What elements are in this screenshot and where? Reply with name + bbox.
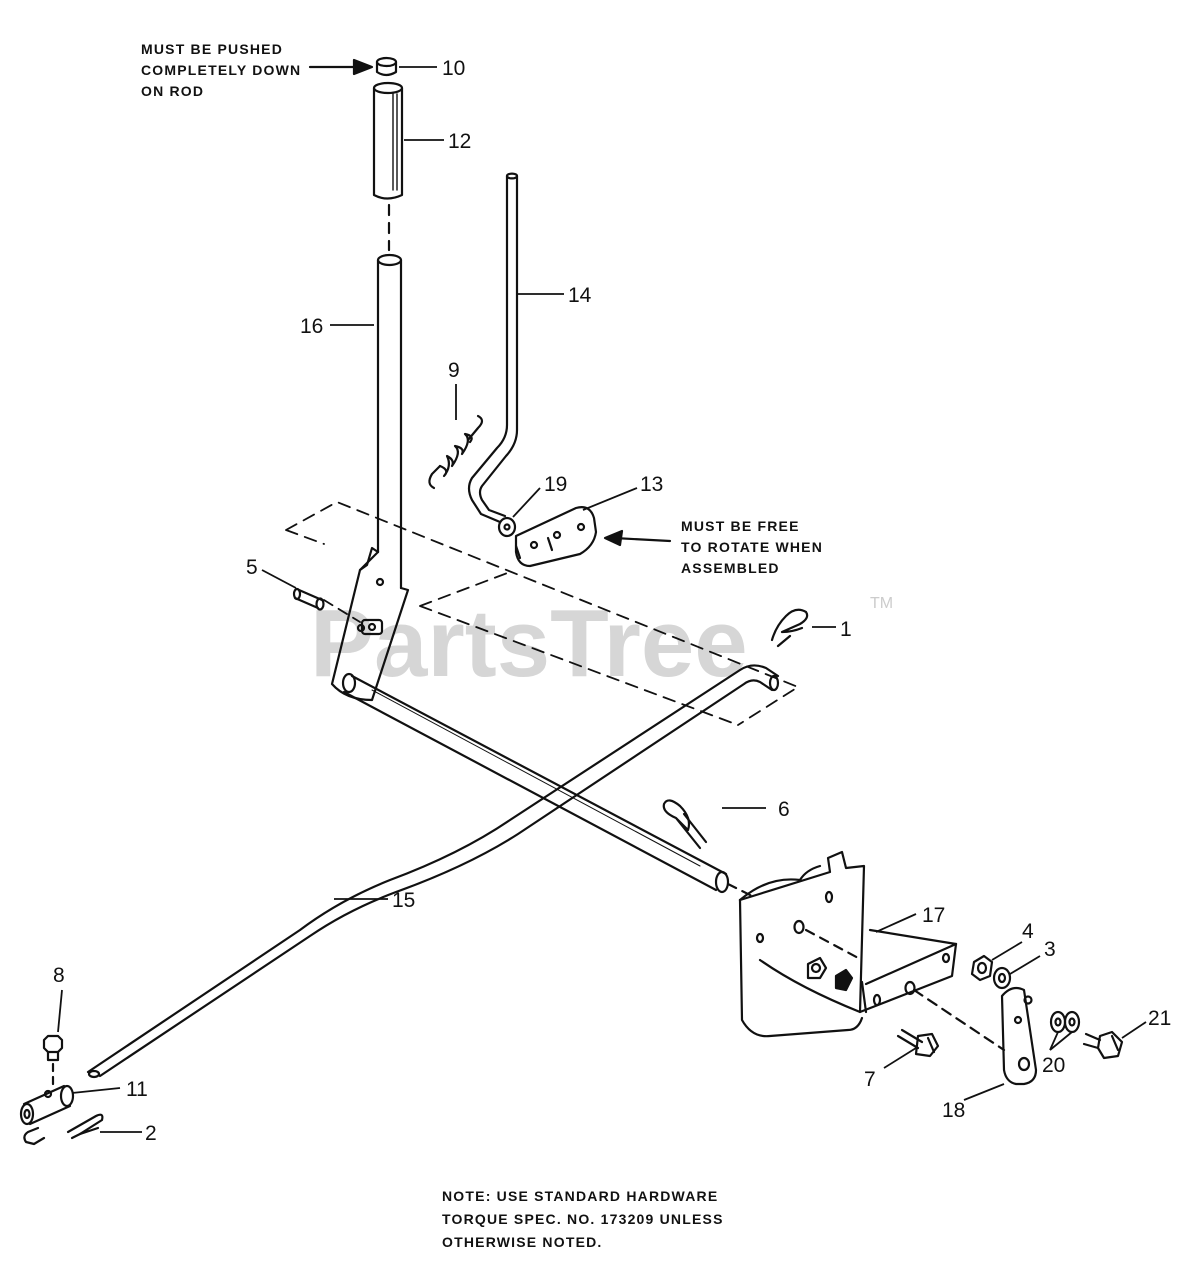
callout-18: 18 <box>942 1099 965 1122</box>
part-10-cap <box>375 56 398 77</box>
part-8-screw <box>42 1034 64 1062</box>
callout-2: 2 <box>145 1122 157 1145</box>
part-20-washers <box>1049 1010 1081 1034</box>
part-21-bolt <box>1082 1030 1124 1060</box>
part-12-grip <box>372 81 404 200</box>
part-1-hairpin <box>770 608 809 648</box>
note-rotate-line-1: MUST BE FREE <box>681 518 800 534</box>
callout-10: 10 <box>442 57 465 80</box>
callout-15: 15 <box>392 889 415 912</box>
footer-note-line-2: TORQUE SPEC. NO. 173209 UNLESS <box>442 1211 724 1227</box>
part-3-washer <box>992 966 1012 990</box>
callout-11: 11 <box>126 1078 148 1101</box>
callout-13: 13 <box>640 473 663 496</box>
part-11-collar <box>19 1084 75 1146</box>
callout-numbers: 1 2 3 4 5 6 7 8 9 10 11 12 13 14 15 16 1… <box>53 57 1171 1145</box>
leader-lines <box>57 66 1147 1133</box>
callout-17: 17 <box>922 904 945 927</box>
part-7-bolt <box>896 1028 940 1058</box>
part-18-plate <box>1000 986 1038 1086</box>
part-4-nut <box>970 954 994 982</box>
cross-shaft <box>341 672 730 894</box>
callout-7: 7 <box>864 1068 876 1091</box>
callout-4: 4 <box>1022 920 1034 943</box>
arrow-to-link <box>603 529 672 547</box>
note-pushed-line-1: MUST BE PUSHED <box>141 41 283 57</box>
part-17-bracket <box>738 850 958 1038</box>
callout-16: 16 <box>300 315 323 338</box>
part-19-washer <box>497 516 517 538</box>
part-2-hairpin <box>66 1113 104 1140</box>
callout-5: 5 <box>246 556 258 579</box>
footer-note: NOTE: USE STANDARD HARDWARE TORQUE SPEC.… <box>442 1188 724 1250</box>
footer-note-line-1: NOTE: USE STANDARD HARDWARE <box>442 1188 718 1204</box>
watermark-text: PartsTree <box>310 590 748 697</box>
pin-alignment-line <box>323 599 361 623</box>
callout-19: 19 <box>544 473 567 496</box>
footer-note-line-3: OTHERWISE NOTED. <box>442 1234 603 1250</box>
part-5-pin <box>292 587 325 611</box>
trademark-mark: TM <box>870 595 893 612</box>
note-rotate-line-2: TO ROTATE WHEN <box>681 539 823 555</box>
part-14-rod <box>467 172 519 524</box>
callout-20: 20 <box>1042 1054 1065 1077</box>
callout-9: 9 <box>448 359 460 382</box>
part-16-lever <box>330 253 410 702</box>
note-pushed: MUST BE PUSHED COMPLETELY DOWN ON ROD <box>141 41 301 99</box>
part-9-spring <box>428 414 484 490</box>
note-pushed-line-3: ON ROD <box>141 83 204 99</box>
note-rotate: MUST BE FREE TO ROTATE WHEN ASSEMBLED <box>681 518 823 576</box>
note-rotate-line-3: ASSEMBLED <box>681 560 780 576</box>
callout-14: 14 <box>568 284 592 307</box>
dashed-alignment-box <box>285 501 799 726</box>
arrow-to-cap <box>308 58 374 76</box>
callout-6: 6 <box>778 798 790 821</box>
callout-21: 21 <box>1148 1007 1171 1030</box>
note-pushed-line-2: COMPLETELY DOWN <box>141 62 301 78</box>
callout-3: 3 <box>1044 938 1056 961</box>
part-15-rod <box>86 664 780 1079</box>
bracket-alignment-line <box>804 928 864 962</box>
part-13-link <box>514 506 598 568</box>
plate-alignment-line <box>912 988 1006 1052</box>
callout-1: 1 <box>840 618 852 641</box>
callout-12: 12 <box>448 130 471 153</box>
part-6-cotter-pin <box>662 799 708 850</box>
callout-8: 8 <box>53 964 65 987</box>
